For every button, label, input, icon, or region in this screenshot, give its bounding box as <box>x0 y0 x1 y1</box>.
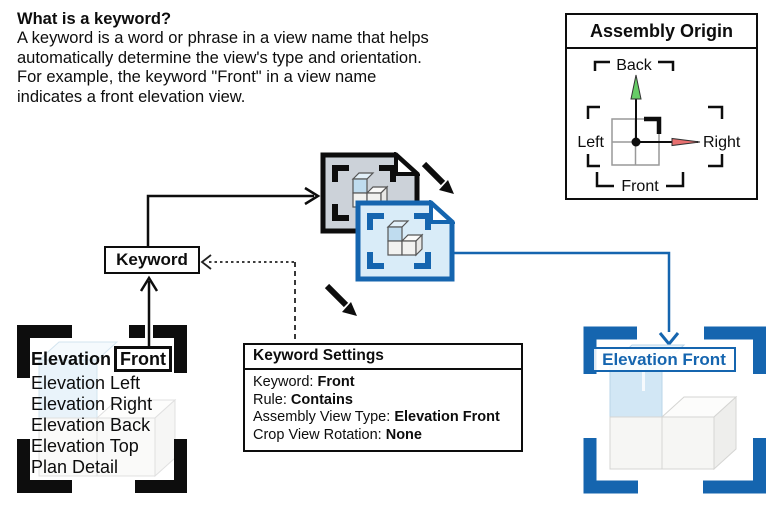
front-crop-mark-icon <box>666 172 685 188</box>
view-name-prefix: Elevation <box>31 348 112 369</box>
view-name-list: Elevation Front Elevation Left Elevation… <box>31 345 196 478</box>
setting-row-keyword: Keyword: Front <box>253 374 513 392</box>
left-crop-mark-icon <box>586 105 600 119</box>
list-item-elevation-front: Elevation Front <box>31 345 196 373</box>
intro-text: What is a keyword? A keyword is a word o… <box>17 10 577 107</box>
setting-row-view-type: Assembly View Type: Elevation Front <box>253 409 513 427</box>
view-name-list-view: Elevation Front Elevation Left Elevation… <box>14 320 204 502</box>
front-crop-mark-icon <box>595 172 614 188</box>
origin-corner-bracket-icon <box>644 116 662 134</box>
cubes-icon <box>386 220 424 257</box>
setting-row-rotation: Crop View Rotation: None <box>253 427 513 445</box>
intro-line: For example, the keyword "Front" in a vi… <box>17 68 377 86</box>
assembly-origin-panel: Assembly Origin Back Left Rig <box>565 13 758 200</box>
keyword-settings-panel: Keyword Settings Keyword: Front Rule: Co… <box>243 343 523 452</box>
intro-line: automatically determine the view's type … <box>17 48 422 67</box>
right-crop-mark-icon <box>708 105 724 119</box>
setting-value: Elevation Front <box>394 409 500 425</box>
setting-label: Rule: <box>253 391 287 408</box>
list-item: Elevation Back <box>31 415 151 435</box>
view-frame <box>17 325 187 493</box>
front-label: Front <box>621 178 659 195</box>
crop-brackets-icon <box>367 213 431 269</box>
elevation-front-view: Elevation Front <box>578 317 772 499</box>
setting-row-rule: Rule: Contains <box>253 392 513 410</box>
left-crop-mark-icon <box>586 154 600 168</box>
intro-line: indicates a front elevation view. <box>17 87 246 106</box>
left-label: Left <box>577 134 604 151</box>
assembly-origin-compass: Back Left Right <box>577 57 741 195</box>
elevation-front-label: Elevation Front <box>592 347 736 372</box>
keyword-to-document-line <box>146 194 314 246</box>
right-arrowhead-icon <box>304 186 321 206</box>
assembly-origin-title: Assembly Origin <box>567 15 756 49</box>
document-fold-icon <box>429 200 455 224</box>
up-arrowhead-icon <box>139 275 159 292</box>
list-item: Elevation Top <box>31 436 139 456</box>
right-crop-mark-icon <box>708 154 724 168</box>
setting-value: Contains <box>290 391 353 408</box>
keyword-box: Keyword <box>104 246 200 274</box>
keyword-settings-body: Keyword: Front Rule: Contains Assembly V… <box>245 370 521 450</box>
intro-title: What is a keyword? <box>17 10 172 28</box>
left-arrowhead-icon <box>200 254 212 270</box>
document-to-result-line <box>452 251 671 332</box>
view-frame <box>583 326 766 494</box>
crop-brackets-icon <box>17 325 187 493</box>
origin-dot-icon <box>631 137 641 147</box>
list-item: Plan Detail <box>31 457 119 477</box>
list-item: Elevation Right <box>31 394 153 414</box>
crop-brackets-icon <box>583 326 766 494</box>
back-crop-mark-icon <box>658 60 675 71</box>
right-label: Right <box>703 134 741 151</box>
keyword-chip: Front <box>114 346 173 372</box>
keyword-settings-title: Keyword Settings <box>245 345 521 370</box>
setting-label: Keyword: <box>253 374 314 390</box>
setting-label: Assembly View Type: <box>253 409 391 425</box>
setting-value: Front <box>317 374 355 390</box>
setting-label: Crop View Rotation: <box>253 426 382 443</box>
diagonal-arrow-top-icon <box>421 161 454 194</box>
intro-line: A keyword is a word or phrase in a view … <box>17 29 429 47</box>
diagonal-arrow-bottom-icon <box>324 283 357 316</box>
assembly-view-document-icon <box>355 200 455 282</box>
red-arrow-icon <box>671 137 701 147</box>
blue-down-arrowhead-icon <box>658 332 680 347</box>
list-item: Elevation Left <box>31 373 141 393</box>
back-label: Back <box>616 57 653 74</box>
setting-value: None <box>385 426 422 443</box>
cubes-background-icon <box>37 341 177 478</box>
green-arrow-icon <box>630 74 642 100</box>
document-fold-icon <box>394 152 420 176</box>
back-crop-mark-icon <box>593 60 610 71</box>
assembly-origin-diagram: Back Left Right <box>567 51 756 198</box>
